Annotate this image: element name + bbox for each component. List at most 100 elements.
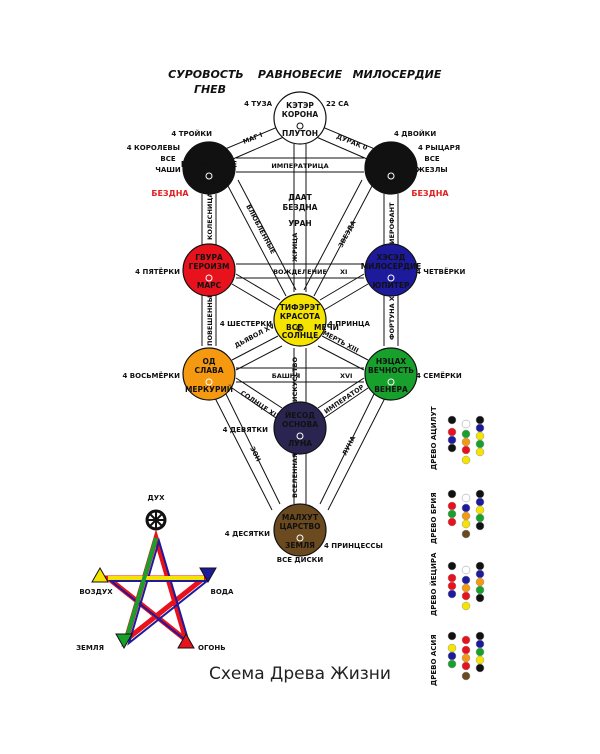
abyss-left-label: БЕЗДНА [151, 189, 189, 198]
sephira-tiphareth-l2: КРАСОТА [280, 312, 320, 321]
pentagram-green-bar [124, 537, 158, 641]
label-tens: 4 ДЕСЯТКИ [225, 530, 270, 538]
label-threes: 4 ТРОЙКИ [171, 129, 212, 138]
tree-legend-dot [475, 439, 485, 449]
sephira-circle-netzach [364, 347, 418, 401]
sephira-chesed-l3: ЮПИТЕР [372, 281, 410, 290]
sephira-malkuth-l1: МАЛХУТ [282, 513, 319, 522]
tree-legend-dot [461, 671, 471, 681]
planet-symbol-icon [296, 122, 304, 130]
sephira-circle-chesed [364, 243, 418, 297]
tree-legend-label: ДРЕВО АСИЯ [430, 634, 438, 686]
path-fortune: ФОРТУНА X [388, 296, 396, 340]
header-severity: СУРОВОСТЬ [168, 68, 244, 81]
tree-legend-dot [461, 445, 471, 455]
sephira-keter-l1: КЭТЭР [286, 101, 314, 110]
tree-legend-dot [447, 489, 457, 499]
tree-legend-2: ДРЕВО БРИЯ [430, 489, 485, 544]
planet-symbol-icon [205, 378, 213, 386]
tree-legend-dot [461, 583, 471, 593]
tree-legend-dot [475, 415, 485, 425]
header-wrath: ГНЕВ [194, 83, 226, 96]
path-universe: ВСЕЛЕННАЯ [291, 453, 299, 498]
path-tower-number: XVI [340, 372, 352, 380]
planet-symbol-icon [205, 172, 213, 180]
sephira-circle-geburah [182, 243, 236, 297]
label-all-wands-2: ЖЕЗЛЫ [416, 166, 447, 174]
side-labels: 4 ТУЗА 22 СА 4 ТРОЙКИ 4 ДВОЙКИ 4 КОРОЛЕВ… [122, 100, 465, 564]
tree-legend-dot [447, 443, 457, 453]
label-princes: 4 ПРИНЦА [328, 320, 371, 328]
sephira-hod-l2: СЛАВА [194, 366, 223, 375]
tree-legend-dot [475, 585, 485, 595]
tree-legend-dot [447, 435, 457, 445]
pentagram-figure: ДУХ ВОЗДУХ ВОДА ЗЕМЛЯ ОГОНЬ [76, 494, 234, 652]
label-princesses: 4 ПРИНЦЕССЫ [324, 542, 383, 550]
tree-legend-dot [461, 529, 471, 539]
sephira-binah-l1: БИНА [197, 151, 221, 160]
label-fours: 4 ЧЕТВЁРКИ [416, 267, 465, 276]
planet-symbol-icon [296, 534, 304, 542]
tree-legend-dot [475, 505, 485, 515]
pentagram-spirit-label: ДУХ [147, 494, 165, 502]
tree-legend-dot [461, 503, 471, 513]
path-fool: ДУРАК 0 [335, 132, 369, 152]
path-chariot: КОЛЕСНИЦА [206, 193, 214, 240]
tree-legend-dot [475, 655, 485, 665]
sephira-circle-hod [182, 347, 236, 401]
label-nines: 4 ДЕВЯТКИ [223, 426, 269, 434]
sephira-geburah-l2: ГЕРОИЗМ [189, 262, 230, 271]
sephira-circle-binah [182, 141, 236, 195]
label-fives: 4 ПЯТЁРКИ [135, 267, 180, 276]
sephira-chesed-l1: ХЭСЭД [377, 253, 406, 262]
tree-legend-dot [447, 517, 457, 527]
label-twos: 4 ДВОЙКИ [394, 129, 436, 138]
sephira-geburah-l3: МАРС [197, 281, 222, 290]
sephira-chesed-l2: МИЛОСЕРДИЕ [361, 262, 422, 271]
tree-legend-dot [461, 429, 471, 439]
header-balance: РАВНОВЕСИЕ [258, 68, 343, 81]
planet-symbol-icon [205, 274, 213, 282]
label-eights: 4 ВОСЬМЁРКИ [122, 371, 180, 380]
tree-legend-dot [447, 573, 457, 583]
path-star: ЗВЕЗДА [337, 219, 358, 249]
path-wheel-number: XI [340, 268, 347, 276]
pentagram-earth-label: ЗЕМЛЯ [76, 644, 104, 652]
path-hanged: ПОВЕШЕННЫЙ [205, 290, 214, 346]
tree-legend-dot [475, 497, 485, 507]
tree-legend-dot [447, 589, 457, 599]
sephira-circle-tiphareth [273, 293, 327, 347]
tree-legend-dot [447, 415, 457, 425]
pentagram-air-label: ВОЗДУХ [79, 588, 113, 596]
planet-symbol-icon [387, 172, 395, 180]
label-aces: 4 ТУЗА [244, 100, 272, 108]
tree-legend-3: ДРЕВО ЙЕЦИРА [429, 552, 485, 616]
tree-legend-dot [461, 455, 471, 465]
sephira-tiphareth-l1: ТИФЭРЭТ [280, 303, 321, 312]
pentagram-water-label: ВОДА [211, 588, 235, 596]
sephira-netzach-l1: НЭЦАХ [376, 357, 407, 366]
sephira-chokmah-l3: НЕПТУН [374, 179, 409, 188]
sephira-daat-l3: УРАН [288, 219, 311, 228]
label-twos-a: 22 СА [326, 100, 349, 108]
tree-legend-dot [447, 631, 457, 641]
tree-legend-dot [447, 643, 457, 653]
sephira-chokmah-l1: ХОКМА [375, 151, 407, 160]
sephira-yesod-l3: ЛУНА [288, 439, 312, 448]
path-empress: ИМПЕРАТРИЦА [271, 162, 328, 170]
fire-triangle-icon [177, 632, 195, 649]
sephira-malkuth-l2: ЦАРСТВО [280, 522, 321, 531]
tree-legend-label: ДРЕВО БРИЯ [430, 492, 438, 544]
tree-legend-dot [461, 437, 471, 447]
path-hierophant: ИЕРОФАНТ [388, 202, 396, 244]
